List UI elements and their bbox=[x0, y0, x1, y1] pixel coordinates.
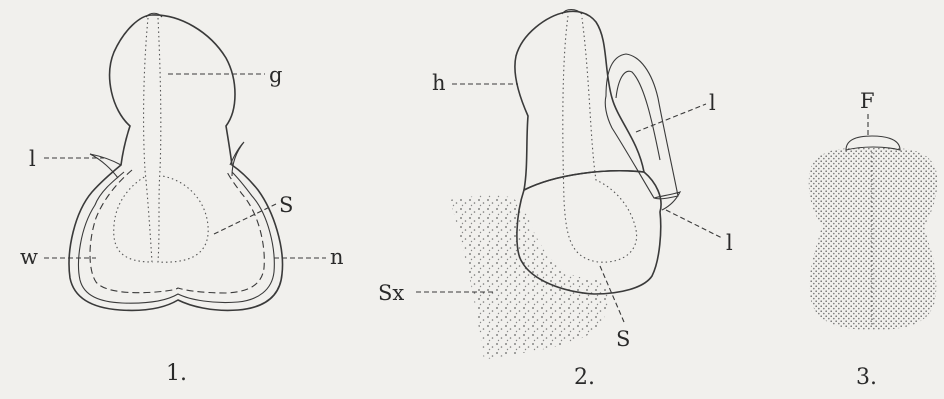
fig2-canal bbox=[563, 16, 637, 262]
figure-3: F 3. bbox=[809, 89, 938, 390]
fig3-body bbox=[809, 148, 938, 330]
fig2-leader-l-lower bbox=[666, 210, 722, 238]
fig2-sx-region bbox=[450, 195, 608, 360]
fig2-label-sx: Sx bbox=[378, 281, 404, 305]
fig2-wing-inner bbox=[616, 71, 660, 160]
fig2-label-l-lower: l bbox=[726, 231, 733, 255]
fig2-upper-body bbox=[515, 11, 644, 190]
fig2-number: 2. bbox=[574, 365, 595, 390]
fig1-dashed-wall bbox=[90, 170, 264, 293]
fig1-label-w: w bbox=[20, 245, 38, 269]
fig1-inner-outline bbox=[79, 172, 275, 303]
figure-1: g l S w n 1. bbox=[20, 13, 344, 386]
fig2-leader-l-upper bbox=[636, 104, 706, 132]
fig1-canal-left bbox=[114, 18, 152, 262]
fig1-label-n: n bbox=[330, 245, 344, 269]
fig3-cap bbox=[846, 136, 900, 150]
fig2-label-l-upper: l bbox=[709, 91, 716, 115]
fig3-label-f: F bbox=[860, 89, 875, 113]
fig1-label-s: S bbox=[279, 193, 293, 217]
fig1-label-g: g bbox=[269, 63, 282, 87]
fig2-label-h: h bbox=[432, 71, 446, 95]
figure-2: h l l S Sx 2. bbox=[378, 10, 733, 391]
fig1-outer-outline bbox=[69, 15, 282, 310]
fig1-leader-s bbox=[214, 204, 276, 234]
fig2-spur bbox=[654, 192, 680, 210]
fig3-number: 3. bbox=[856, 365, 877, 390]
fig1-spur-right bbox=[230, 142, 244, 176]
fig1-label-l: l bbox=[29, 147, 36, 171]
fig2-wing bbox=[605, 54, 678, 199]
fig1-canal-right bbox=[158, 18, 208, 262]
fig1-number: 1. bbox=[166, 361, 187, 386]
fig2-label-s: S bbox=[616, 327, 630, 351]
